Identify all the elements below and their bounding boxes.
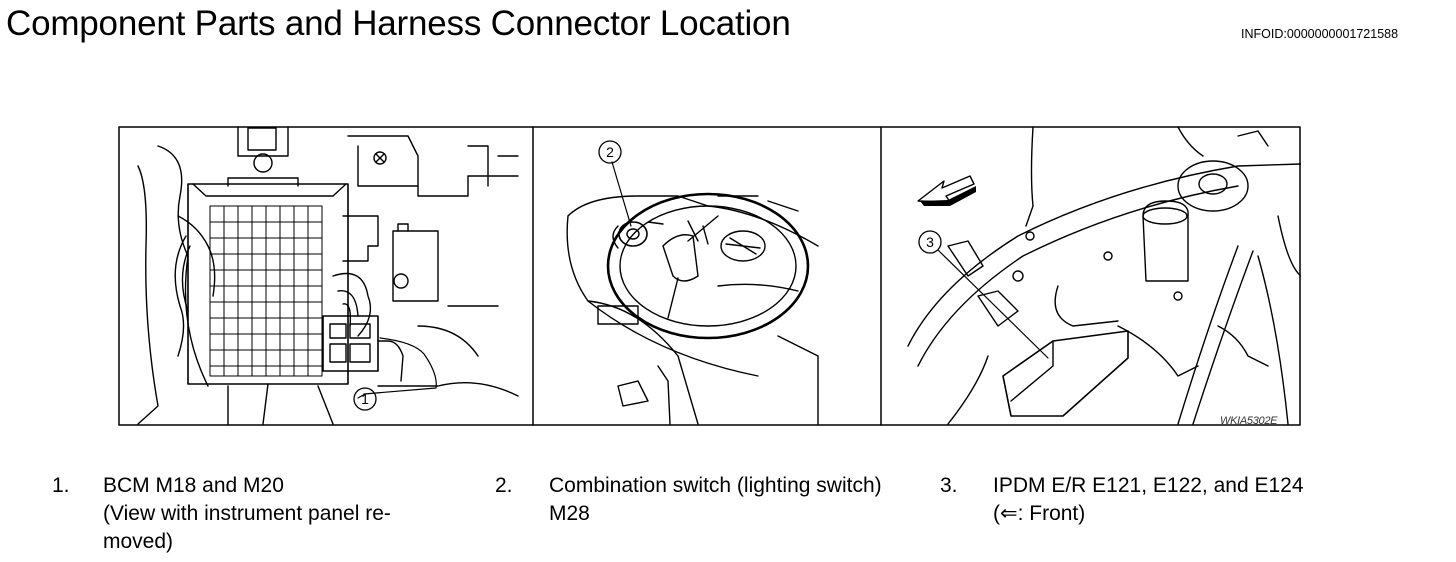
component-location-figure: 1 2 3 — [118, 126, 1301, 426]
legend-line: IPDM E/R E121, E122, and E124 — [993, 474, 1304, 497]
legend-line: BCM M18 and M20 — [103, 474, 284, 497]
legend-number: 1. — [52, 474, 70, 497]
figure-code: WKIA5302E — [1220, 415, 1278, 427]
callout-label-3: 3 — [926, 234, 934, 250]
callout-label-2: 2 — [606, 144, 614, 160]
legend-line: M28 — [549, 502, 590, 525]
page-title: Component Parts and Harness Connector Lo… — [6, 4, 791, 43]
fuse-block — [187, 183, 349, 385]
callout-marker-2 — [598, 140, 622, 164]
legend-number: 2. — [495, 474, 513, 497]
panel-combination-switch-illustration — [566, 140, 819, 425]
callout-label-1: 1 — [361, 391, 369, 407]
info-id: INFOID:0000000001721588 — [1241, 27, 1399, 41]
figure-frame — [118, 126, 1301, 426]
bcm-connector — [322, 315, 379, 372]
callout-marker-1 — [353, 387, 377, 411]
callout-marker-3 — [918, 230, 942, 254]
steering-wheel — [606, 192, 810, 340]
legend-line: (View with instrument panel re- — [103, 502, 391, 525]
legend-number: 3. — [940, 474, 958, 497]
legend-line: moved) — [103, 530, 174, 553]
legend-line: (⇐: Front) — [993, 502, 1086, 525]
panel-ipdm-illustration — [907, 126, 1301, 425]
combination-switch — [618, 221, 648, 247]
legend-line: Combination switch (lighting switch) — [549, 474, 882, 497]
ipdm-er-box — [1002, 330, 1129, 417]
front-direction-arrow — [917, 175, 976, 206]
panel-bcm-illustration — [137, 126, 519, 425]
